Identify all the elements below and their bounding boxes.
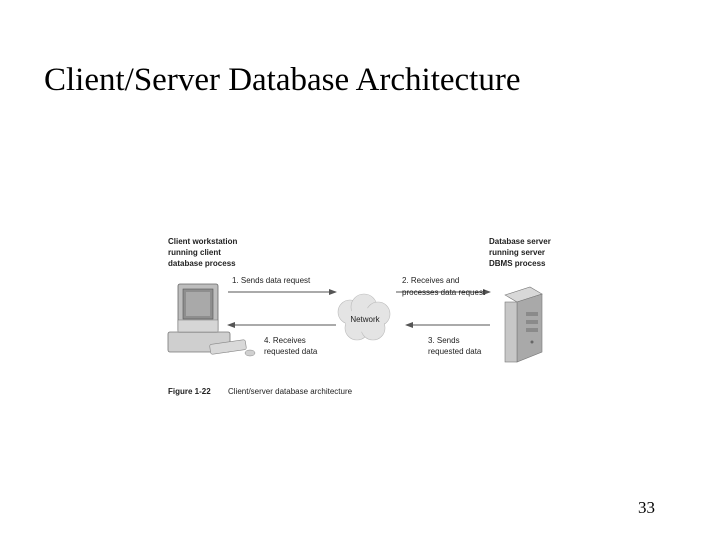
- slide-title: Client/Server Database Architecture: [44, 62, 521, 98]
- step-2-label-line-2: processes data request: [402, 288, 486, 297]
- architecture-diagram: Client workstation running client databa…: [167, 237, 551, 396]
- network-label: Network: [350, 315, 380, 324]
- step-4-label-line-1: 4. Receives: [264, 336, 306, 345]
- step-2-label-line-1: 2. Receives and: [402, 276, 459, 285]
- step-1-label: 1. Sends data request: [232, 276, 311, 285]
- page-number: 33: [638, 498, 655, 517]
- computer-icon: [167, 283, 256, 357]
- server-label-line-1: Database server: [489, 237, 551, 246]
- step-4-label-line-2: requested data: [264, 347, 318, 356]
- server-label-line-3: DBMS process: [489, 259, 546, 268]
- server-icon: [504, 286, 543, 363]
- server-label-line-2: running server: [489, 248, 545, 257]
- figure-caption-number: Figure 1-22: [168, 387, 211, 396]
- client-label-line-1: Client workstation: [168, 237, 237, 246]
- client-server-figure: Client workstation running client databa…: [160, 232, 560, 402]
- client-label-line-3: database process: [168, 259, 236, 268]
- step-3-label-line-1: 3. Sends: [428, 336, 460, 345]
- step-3-label-line-2: requested data: [428, 347, 482, 356]
- client-label-line-2: running client: [168, 248, 221, 257]
- network-cloud-icon: [337, 293, 391, 341]
- figure-caption-text: Client/server database architecture: [228, 387, 353, 396]
